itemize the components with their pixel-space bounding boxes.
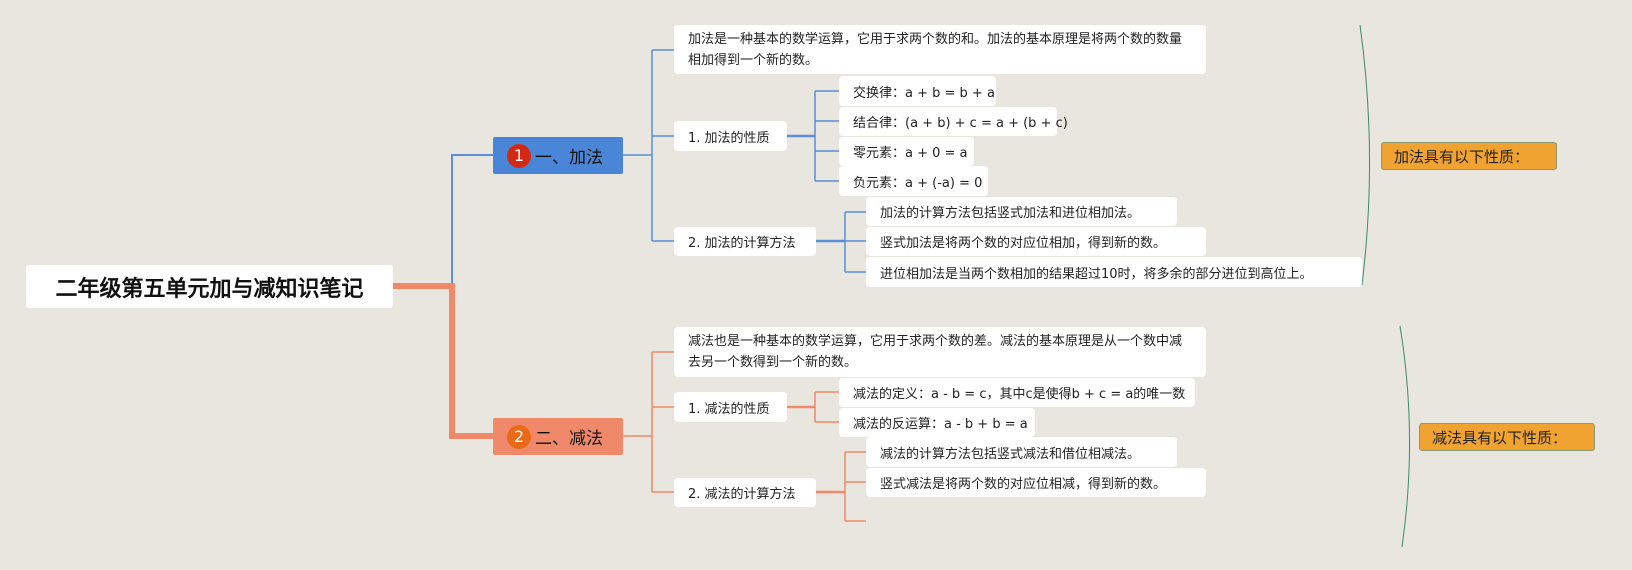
topic-subtraction[interactable]: 2 二、减法 bbox=[493, 418, 623, 455]
addition-properties-node[interactable]: 1. 加法的性质 bbox=[674, 121, 787, 151]
property-item[interactable]: 交换律：a + b = b + a bbox=[839, 76, 996, 106]
subtraction-summary-bracket bbox=[1399, 325, 1411, 548]
property-item[interactable]: 减法的反运算：a - b + b = a bbox=[839, 408, 1035, 437]
method-item[interactable]: 减法的计算方法包括竖式减法和借位相减法。 bbox=[866, 437, 1177, 467]
topic-label: 一、加法 bbox=[535, 148, 603, 168]
subtraction-description[interactable]: 减法也是一种基本的数学运算，它用于求两个数的差。减法的基本原理是从一个数中减去另… bbox=[674, 327, 1206, 377]
priority-2-badge: 2 bbox=[507, 424, 531, 449]
addition-summary-bracket bbox=[1359, 24, 1371, 286]
property-item[interactable]: 零元素：a + 0 = a bbox=[839, 137, 974, 166]
method-item[interactable]: 竖式减法是将两个数的对应位相减，得到新的数。 bbox=[866, 468, 1206, 497]
subtraction-summary[interactable]: 减法具有以下性质： bbox=[1419, 423, 1595, 451]
method-item[interactable]: 进位相加法是当两个数相加的结果超过10时，将多余的部分进位到高位上。 bbox=[866, 257, 1362, 287]
addition-methods-node[interactable]: 2. 加法的计算方法 bbox=[674, 227, 816, 256]
priority-1-badge: 1 bbox=[507, 143, 531, 168]
method-item[interactable]: 竖式加法是将两个数的对应位相加，得到新的数。 bbox=[866, 227, 1206, 256]
addition-description[interactable]: 加法是一种基本的数学运算，它用于求两个数的和。加法的基本原理是将两个数的数量相加… bbox=[674, 25, 1206, 74]
topic-label: 二、减法 bbox=[535, 429, 603, 449]
addition-summary[interactable]: 加法具有以下性质： bbox=[1381, 142, 1557, 170]
property-item[interactable]: 负元素：a + (-a) = 0 bbox=[839, 166, 988, 196]
root-topic[interactable]: 二年级第五单元加与减知识笔记 bbox=[26, 265, 393, 308]
method-item[interactable]: 加法的计算方法包括竖式加法和进位相加法。 bbox=[866, 197, 1177, 226]
property-item[interactable]: 结合律：(a + b) + c = a + (b + c) bbox=[839, 107, 1068, 136]
subtraction-methods-node[interactable]: 2. 减法的计算方法 bbox=[674, 478, 816, 507]
property-item[interactable]: 减法的定义：a - b = c，其中c是使得b + c = a的唯一数 bbox=[839, 378, 1195, 407]
subtraction-properties-node[interactable]: 1. 减法的性质 bbox=[674, 392, 787, 422]
topic-addition[interactable]: 1 一、加法 bbox=[493, 137, 623, 174]
